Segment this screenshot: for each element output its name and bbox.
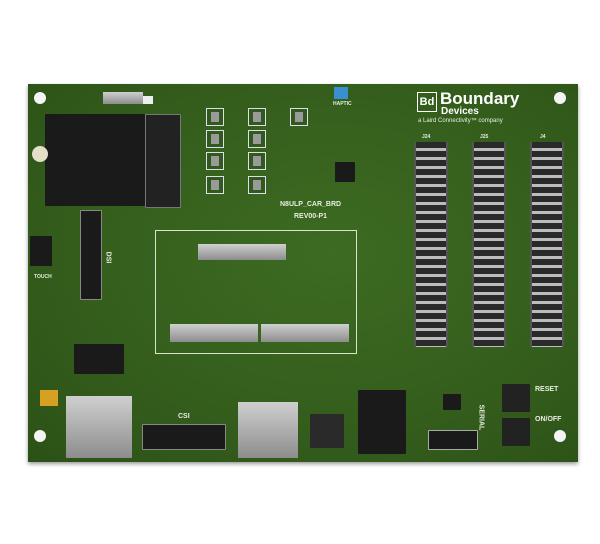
touch-label: TOUCH [34, 274, 52, 280]
board-to-board-connector [170, 324, 258, 342]
components [103, 92, 143, 104]
mounting-hole [554, 430, 566, 442]
pin-header-j25 [472, 142, 506, 347]
inductor [310, 414, 344, 448]
mounting-hole [554, 92, 566, 104]
haptic-connector [334, 87, 348, 99]
jumper [248, 176, 266, 194]
serial-label: SERIAL [477, 404, 485, 431]
jumper [206, 130, 224, 148]
touch-connector [30, 236, 52, 266]
ethernet-jack [66, 396, 132, 458]
capacitor [40, 390, 58, 406]
reset-label: RESET [535, 386, 559, 393]
jumper [206, 152, 224, 170]
sd-card-socket [45, 114, 145, 206]
board-name: N8ULP_CAR_BRD [280, 201, 342, 208]
j25-label: J25 [480, 134, 489, 140]
mounting-hole [34, 430, 46, 442]
barrel-jack [358, 390, 406, 454]
serial-connector [428, 430, 478, 450]
onoff-button[interactable] [502, 418, 530, 446]
board-revision: REV00-P1 [294, 213, 328, 220]
logo-brand-sub: Devices [441, 106, 479, 117]
logo-tagline: a Laird Connectivity™ company [418, 118, 503, 124]
csi-connector [142, 424, 226, 450]
j24-label: J24 [422, 134, 431, 140]
jumper [248, 130, 266, 148]
som-outline [155, 230, 357, 354]
ic-chip [335, 162, 355, 182]
ic-chip [74, 344, 124, 374]
logo-mark: Bd [417, 92, 437, 112]
pin-header-j24 [414, 142, 448, 347]
pcb-board: Bd Boundary Devices a Laird Connectivity… [28, 84, 578, 462]
jumper [248, 108, 266, 126]
dsi-connector [80, 210, 102, 300]
haptic-label: HAPTIC [333, 101, 352, 107]
onoff-label: ON/OFF [535, 416, 562, 423]
coin-cell [32, 146, 48, 162]
reset-button[interactable] [502, 384, 530, 412]
component [143, 96, 153, 104]
dsi-label: DSI [104, 251, 112, 264]
csi-label: CSI [178, 413, 190, 420]
jumper [290, 108, 308, 126]
usb-connector [238, 402, 298, 458]
board-to-board-connector [198, 244, 286, 260]
connector [145, 114, 181, 208]
jumper [206, 176, 224, 194]
mounting-hole [34, 92, 46, 104]
board-to-board-connector [261, 324, 349, 342]
logo-brand: Boundary [440, 89, 520, 108]
ic-chip [443, 394, 461, 410]
pin-header-j4 [530, 142, 564, 347]
jumper [248, 152, 266, 170]
jumper [206, 108, 224, 126]
j4-label: J4 [540, 134, 546, 140]
